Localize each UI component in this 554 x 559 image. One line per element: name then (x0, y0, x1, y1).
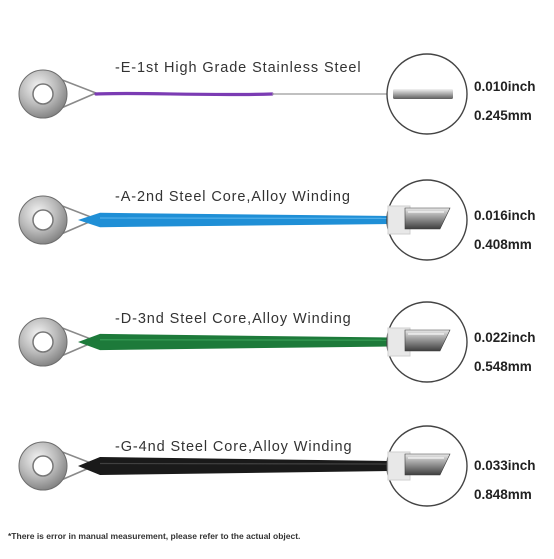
string-label: -A-2nd Steel Core,Alloy Winding (115, 189, 351, 205)
gauge-inch: 0.033inch (474, 458, 536, 473)
string-row-a: -A-2nd Steel Core,Alloy Winding 0.016inc… (0, 189, 554, 309)
string-label: -E-1st High Grade Stainless Steel (115, 60, 362, 76)
gauge-inch: 0.010inch (474, 79, 536, 94)
gauge-mm: 0.848mm (474, 487, 532, 502)
string-label: -D-3nd Steel Core,Alloy Winding (115, 311, 352, 327)
gauge-inch: 0.022inch (474, 330, 536, 345)
string-row-g: -G-4nd Steel Core,Alloy Winding 0.033inc… (0, 439, 554, 559)
string-row-d: -D-3nd Steel Core,Alloy Winding 0.022inc… (0, 311, 554, 431)
string-row-e: -E-1st High Grade Stainless Steel 0.010i… (0, 60, 554, 180)
gauge-mm: 0.408mm (474, 237, 532, 252)
string-label: -G-4nd Steel Core,Alloy Winding (115, 439, 352, 455)
measurement-disclaimer: *There is error in manual measurement, p… (8, 531, 300, 541)
gauge-mm: 0.245mm (474, 108, 532, 123)
gauge-inch: 0.016inch (474, 208, 536, 223)
gauge-mm: 0.548mm (474, 359, 532, 374)
